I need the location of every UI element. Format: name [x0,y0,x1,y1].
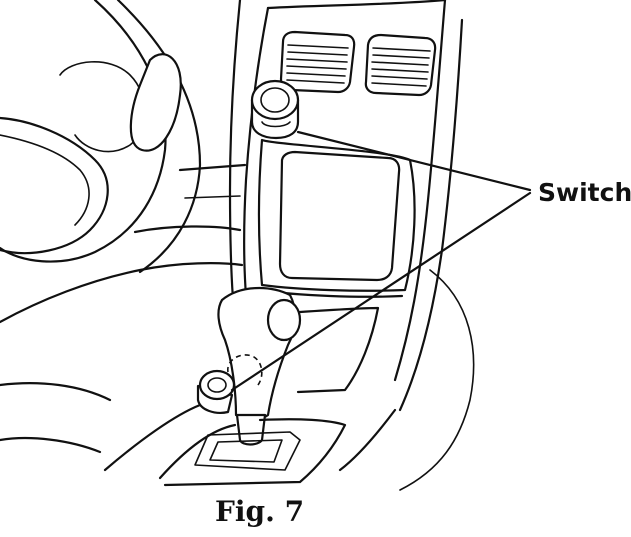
figure-caption: Fig. 7 [215,495,304,528]
gear-gate [0,382,397,487]
switch-callout-lines [230,130,532,392]
display-panel [257,138,416,292]
dashboard [0,163,247,324]
upper-switch [250,79,300,140]
switch-label: Switch [538,178,631,207]
steering-wheel [0,0,202,274]
air-vent-left [279,30,356,94]
air-vent-right [364,33,437,97]
lower-switch [196,369,236,414]
gear-shifter [217,286,302,446]
